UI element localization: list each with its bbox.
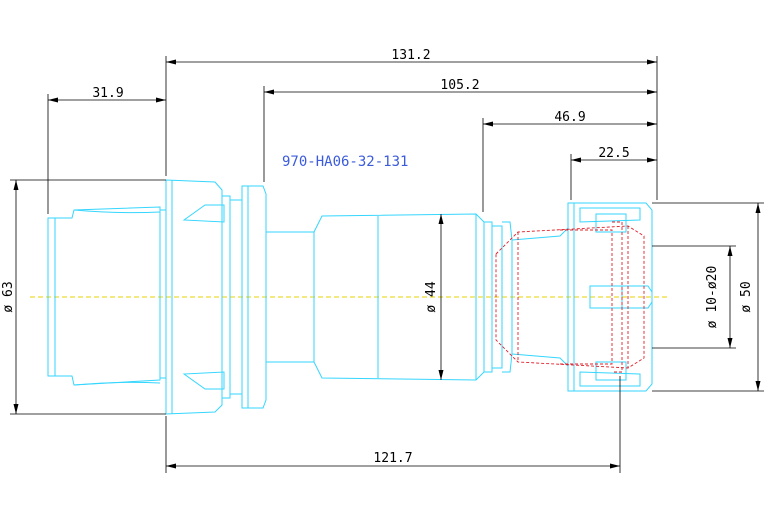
dimension-flange-to-nut: 121.7 xyxy=(165,376,621,473)
dimension-label: ø 44 xyxy=(424,281,439,312)
dimension-flange-to-nose: 105.2 xyxy=(263,78,657,182)
tool-holder-outline xyxy=(47,179,653,415)
dimension-label: 131.2 xyxy=(391,48,430,63)
dimension-overall-length: 131.2 xyxy=(165,48,658,200)
dimension-label: ø 50 xyxy=(739,281,754,312)
dimension-nut-diameter: ø 50 xyxy=(652,202,764,392)
dimension-taper-diameter: ø 63 xyxy=(1,179,166,415)
dimension-label: 121.7 xyxy=(373,451,412,466)
collet-hidden-lines xyxy=(495,221,645,373)
part-number: 970-HA06-32-131 xyxy=(282,154,408,170)
dimension-nut-length: 22.5 xyxy=(570,146,657,200)
dimension-clamping-range: ø 10-ø20 xyxy=(652,245,736,349)
dimension-label: 46.9 xyxy=(554,110,585,125)
dimension-label: ø 63 xyxy=(1,281,16,312)
dimension-label: 22.5 xyxy=(598,146,629,161)
dimension-taper-length: 31.9 xyxy=(47,86,166,214)
dimension-label: 31.9 xyxy=(92,86,123,101)
dimension-label: 105.2 xyxy=(440,78,479,93)
dimension-body-diameter: ø 44 xyxy=(424,214,444,380)
dimension-body-to-nose: 46.9 xyxy=(482,110,657,212)
dimension-label: ø 10-ø20 xyxy=(705,266,720,329)
